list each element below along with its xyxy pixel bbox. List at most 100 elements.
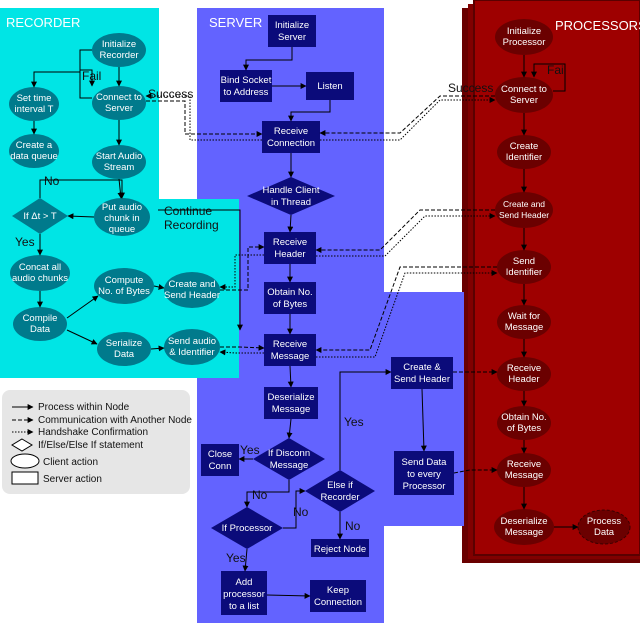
legend-process-within-node: Process within Node [38,402,130,413]
server-obtain-bytes-label: Obtain No.of Bytes [267,287,312,310]
server-create-send-header-label: Create &Send Header [394,362,450,385]
legend: Process within Node Communication with A… [2,390,192,494]
processor-obtain-bytes-node: Obtain No.of Bytes [497,406,551,440]
success-label-left: Success [148,87,193,101]
legend-client-action: Client action [43,457,98,468]
server-listen-label: Listen [317,81,342,92]
server-obtain-bytes-node: Obtain No.of Bytes [264,282,316,314]
server-reject-label: Reject Node [314,544,366,555]
server-create-send-header-node: Create &Send Header [391,357,453,389]
processors-title: PROCESSORS [555,18,640,33]
yes-proc-label: Yes [226,551,246,565]
server-reject-node: Reject Node [311,539,369,557]
yes-concat-label: Yes [15,235,35,249]
legend-diamond-icon [11,438,33,452]
communication-arrows [146,95,498,474]
recorder-if-dt-diamond: If Δt > T [12,198,68,234]
server-if-processor-label: If Processor [222,523,273,534]
fail-label-processor: Fail [547,63,566,77]
yes-close-label: Yes [240,443,260,457]
legend-communication: Communication with Another Node [38,415,192,426]
recorder-if-dt-label: If Δt > T [23,211,57,222]
legend-ellipse-icon [10,453,40,469]
yes-else-label: Yes [344,415,364,429]
legend-server-action: Server action [43,474,102,485]
processor-arrows [521,55,579,530]
recorder-send-audio-node: Send audio& Identifier [164,329,220,365]
recorder-title: RECORDER [6,15,80,30]
success-label-right: Success [448,81,493,95]
server-arrows [238,47,427,599]
no-else-label: No [345,519,361,533]
server-if-processor-diamond: If Processor [211,507,283,549]
legend-handshake: Handshake Confirmation [38,427,148,438]
no-loop-label: No [44,174,60,188]
processor-obtain-bytes-label: Obtain No.of Bytes [501,412,546,434]
legend-rect-icon [11,471,39,485]
no-proc-label: No [293,505,309,519]
server-title: SERVER [209,15,262,30]
recorder-send-audio-label: Send audio& Identifier [168,336,216,358]
